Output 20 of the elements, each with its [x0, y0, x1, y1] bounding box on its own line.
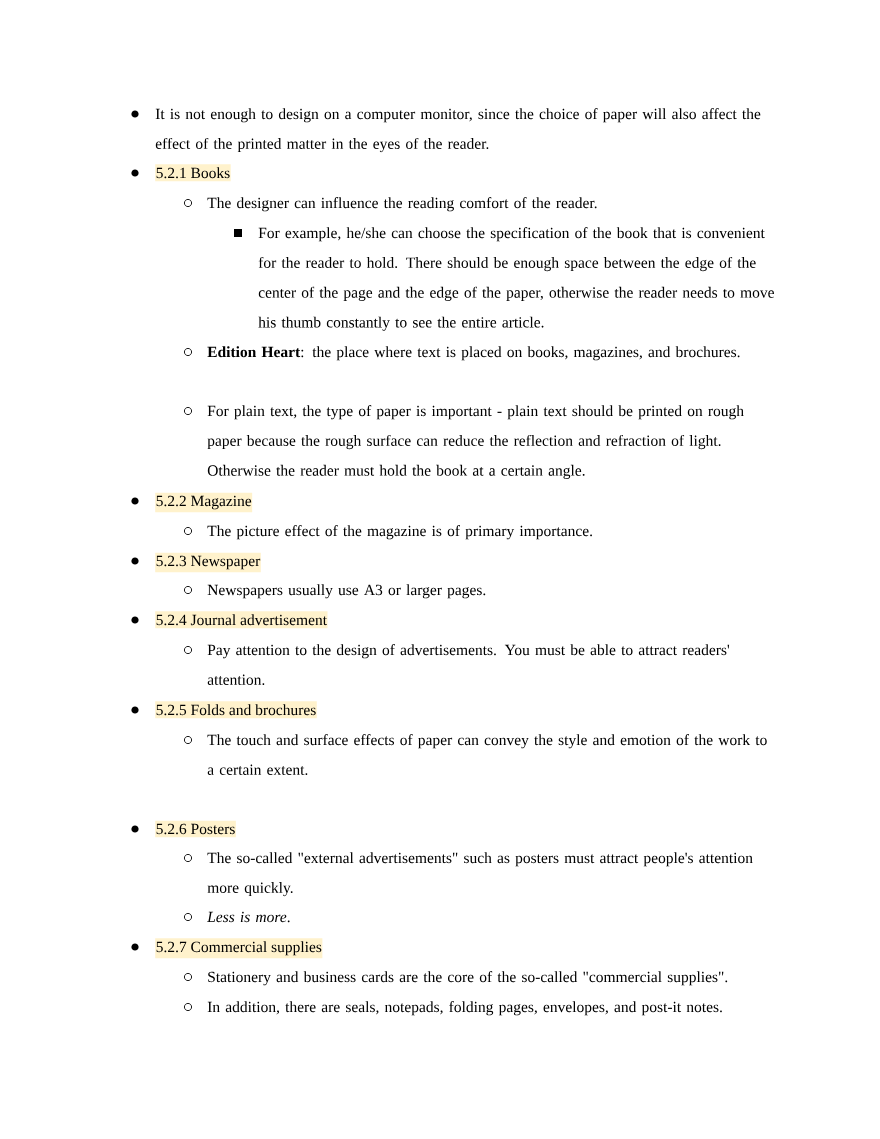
paragraph: Less is more. [207, 911, 290, 923]
section-heading: 5.2.3 Newspaper [155, 552, 261, 573]
paragraph: Stationery and business cards are the core of the so-called "commercial supplies". [208, 971, 728, 986]
section-heading: 5.2.4 Journal advertisement [155, 611, 328, 629]
section-heading: 5.2.5 Folds and brochures [155, 701, 317, 719]
paragraph: For plain text, the type of paper is important - plain text should be printed on rough paper because the rough surface can reduce the reflection and refraction of light. Otherwise the reader must hold the book at a certain angle. [207, 405, 744, 479]
paragraph: The picture effect of the magazine is of primary importance. [207, 525, 592, 540]
paragraph: The touch and surface effects of paper can convey the style and emotion of the work to a certain extent. [207, 734, 767, 776]
paragraph: In addition, there are seals, notepads, folding pages, envelopes, and post-it notes. [207, 1001, 722, 1016]
paragraph: The so-called "external advertisements" such as posters must attract people's attention more quickly. [207, 852, 753, 897]
section-heading: 5.2.1 Books [155, 164, 231, 182]
paragraph: Pay attention to the design of advertisements. You must be able to attract readers' attention. [207, 644, 730, 686]
paragraph: For example, he/she can choose the specification of the book that is convenient for the reader to hold. There should be enough space between the edge of the center of the page and the edge of the paper, otherwise the reader needs to move his thumb constantly to see the entire article. [258, 227, 774, 331]
section-heading: 5.2.2 Magazine [155, 492, 253, 513]
paragraph: Newspapers usually use A3 or larger pages. [207, 584, 486, 599]
paragraph: It is not enough to design on a computer monitor, since the choice of paper will also affect the effect of the printed matter in the eyes of the reader. [155, 108, 761, 153]
section-heading: 5.2.7 Commercial supplies [155, 938, 323, 959]
paragraph: The designer can influence the reading comfort of the reader. [207, 197, 597, 212]
paragraph: Edition Heart: the place where text is placed on books, magazines, and brochures. [207, 346, 740, 361]
section-heading: 5.2.6 Posters [155, 820, 236, 838]
